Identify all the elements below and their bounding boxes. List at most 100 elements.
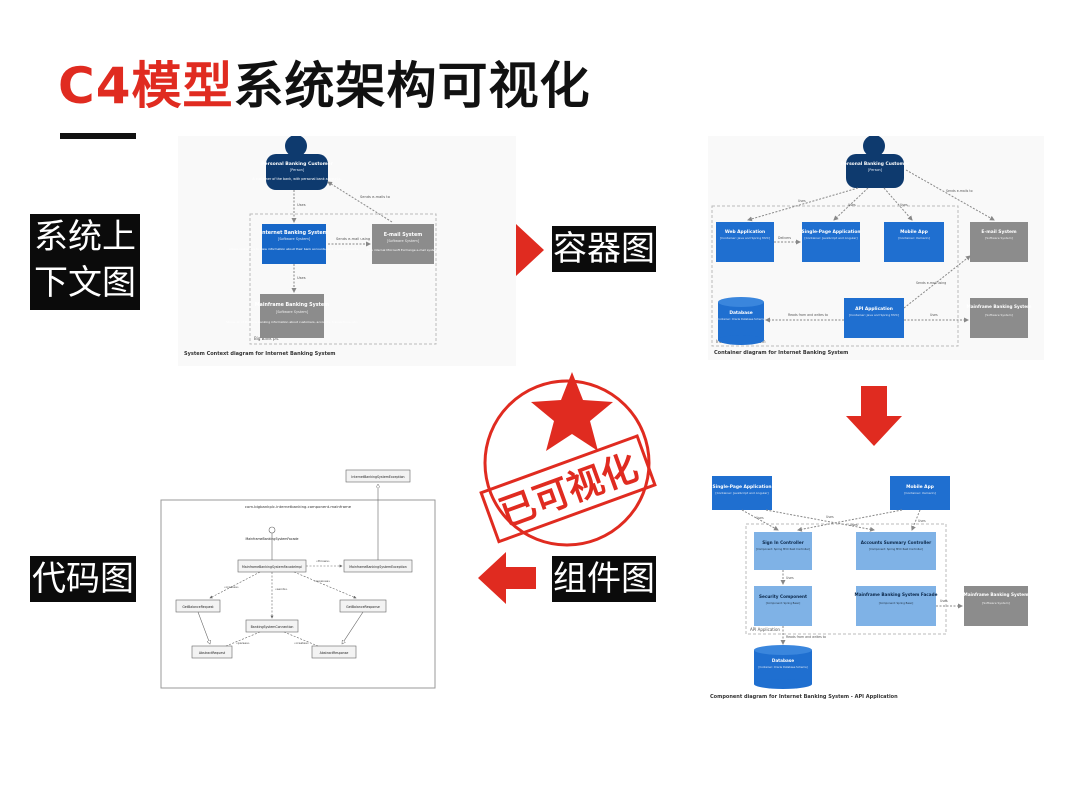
component-external-sub: [Software System] <box>982 601 1010 605</box>
uml-class: MainframeBankingSystemFacadeImpl <box>237 559 307 573</box>
container-edge-7: Uses <box>930 313 938 317</box>
code-package-label: com.bigbankplc.internetbanking.component… <box>245 504 352 509</box>
context-edge-4: Uses <box>297 276 306 280</box>
container-email: E-mail System [Software System] <box>970 222 1028 262</box>
component-4-sub: [Component: Spring Bean] <box>879 601 914 605</box>
container-database: Database [Container: Oracle Database Sch… <box>716 297 766 345</box>
component-edge-1: Uses <box>756 516 764 520</box>
context-edge-2: Sends e-mails to <box>360 195 390 199</box>
component-db-sub: [Container: Oracle Database Schema] <box>758 665 807 669</box>
uml-class: MainframeBankingSystemException <box>343 559 413 573</box>
container-person-sub: [Person] <box>868 168 883 172</box>
component-db-title: Database <box>772 658 794 663</box>
code-edge-6: «creates» <box>294 641 309 645</box>
uml-class: BankingSystemConnection <box>245 619 299 633</box>
component-spa: Single-Page Application [Container: Java… <box>712 476 772 510</box>
container-box-1-title: Web Application <box>725 229 765 235</box>
uml-class-6: BankingSystemConnection <box>251 625 294 629</box>
context-mainframe-sub: [Software System] <box>276 310 309 314</box>
container-box-2-title: Single-Page Application <box>802 229 861 235</box>
container-person <box>846 154 904 188</box>
container-box-7-sub: [Software System] <box>985 313 1013 317</box>
container-box-6-sub: [Container: Java and Spring MVC] <box>849 313 899 317</box>
code-edge-4: «receives» <box>314 579 330 583</box>
component-accounts-summary: Accounts Summary Controller [Component: … <box>856 532 936 570</box>
container-caption: Container diagram for Internet Banking S… <box>714 350 848 356</box>
code-edge-3: «sends» <box>275 587 288 591</box>
component-edge-7: Reads from and writes to <box>786 635 826 639</box>
container-spa: Single-Page Application [Container: Java… <box>802 222 861 262</box>
component-2-title: Accounts Summary Controller <box>861 540 932 545</box>
uml-class: GetBalanceRequest <box>175 599 221 613</box>
container-person-title: Personal Banking Customer <box>841 161 910 167</box>
label-system-context-line1: 系统上 <box>34 217 136 257</box>
component-edge-5: Uses <box>786 576 794 580</box>
code-edge-5: «parses» <box>236 641 250 645</box>
component-edge-3: Uses <box>850 523 858 527</box>
context-system-desc: Allows customers to view information abo… <box>229 247 359 251</box>
system-context-diagram: Big Bank plc Personal Banking Customer [… <box>178 136 516 366</box>
uml-class-7: GetBalanceResponse <box>346 605 380 609</box>
component-1-sub: [Component: Spring MVC Rest Controller] <box>756 547 810 551</box>
uml-class-3: MainframeBankingSystemFacadeImpl <box>242 565 302 569</box>
uml-class: AbstractRequest <box>191 645 233 659</box>
component-sign-in: Sign In Controller [Component: Spring MV… <box>754 532 812 570</box>
title-underline <box>60 133 136 139</box>
container-box-7-title: Mainframe Banking System <box>967 304 1033 309</box>
container-edge-4: Uses <box>900 203 908 207</box>
code-diagram: com.bigbankplc.internetbanking.component… <box>160 466 438 690</box>
container-box-4-title: E-mail System <box>981 229 1017 235</box>
component-top-1-title: Single-Page Application <box>713 484 772 490</box>
context-email-sub: [Software System] <box>387 239 420 243</box>
container-box-4-sub: [Software System] <box>985 236 1013 240</box>
context-edge-1: Uses <box>297 203 306 207</box>
container-diagram: Internet Banking System Personal Banking… <box>708 136 1044 360</box>
component-4-title: Mainframe Banking System Facade <box>855 592 938 597</box>
container-box-6-title: API Application <box>855 306 893 312</box>
component-top-1-sub: [Container: JavaScript and Angular] <box>715 491 768 495</box>
page-title: C4模型系统架构可视化 <box>58 46 590 118</box>
context-caption: System Context diagram for Internet Bank… <box>184 351 335 357</box>
context-mainframe <box>260 294 324 338</box>
label-system-context: 系统上 下文图 <box>30 214 140 310</box>
title-highlight: C4模型 <box>58 57 234 115</box>
context-person <box>266 154 328 190</box>
context-person-desc: A customer of the bank, with personal ba… <box>252 177 341 181</box>
component-edge-4: Uses <box>918 519 926 523</box>
context-system <box>262 224 326 264</box>
component-security: Security Component [Component: Spring Be… <box>754 586 812 626</box>
component-external-title: Mainframe Banking System <box>964 592 1030 597</box>
label-component: 组件图 <box>552 556 656 602</box>
uml-class-5: GetBalanceRequest <box>182 605 214 609</box>
arrow-down-icon <box>846 386 902 446</box>
context-system-title: Internet Banking System <box>260 230 327 236</box>
context-system-sub: [Software System] <box>278 237 311 241</box>
context-mainframe-title: Mainframe Banking System <box>255 302 329 308</box>
component-top-2-sub: [Container: Xamarin] <box>904 491 936 495</box>
stamp-ring <box>483 379 651 547</box>
context-person-sub: [Person] <box>290 168 305 172</box>
uml-class: InternetBankingSystemException <box>345 469 411 483</box>
container-box-3-title: Mobile App <box>900 229 928 235</box>
container-box-3-sub: [Container: Xamarin] <box>898 236 930 240</box>
container-edge-5: Sends e-mail using <box>916 281 946 285</box>
label-code: 代码图 <box>30 556 136 602</box>
uml-class: GetBalanceResponse <box>339 599 387 613</box>
component-external-mainframe: Mainframe Banking System [Software Syste… <box>964 586 1030 626</box>
person-icon <box>863 136 885 157</box>
container-edge-3: Uses <box>848 203 856 207</box>
container-api-app: API Application [Container: Java and Spr… <box>844 298 904 338</box>
container-edge-8: Sends e-mails to <box>946 189 973 193</box>
component-boundary-label: API Application <box>750 627 780 632</box>
arrow-left-icon <box>478 552 536 604</box>
uml-class-1: InternetBankingSystemException <box>351 475 404 479</box>
context-person-title: Personal Banking Customer <box>261 161 333 167</box>
label-system-context-line2: 下文图 <box>34 263 136 303</box>
stamp: 已可视化 <box>479 372 657 547</box>
container-edge-2: Uses <box>798 199 806 203</box>
context-email-desc: The internal Microsoft Exchange e-mail s… <box>366 248 438 252</box>
component-edge-2: Uses <box>826 515 834 519</box>
component-mobile-app: Mobile App [Container: Xamarin] <box>890 476 950 510</box>
context-edge-3: Sends e-mail using <box>336 237 370 241</box>
context-boundary-label: Big Bank plc <box>254 336 279 341</box>
